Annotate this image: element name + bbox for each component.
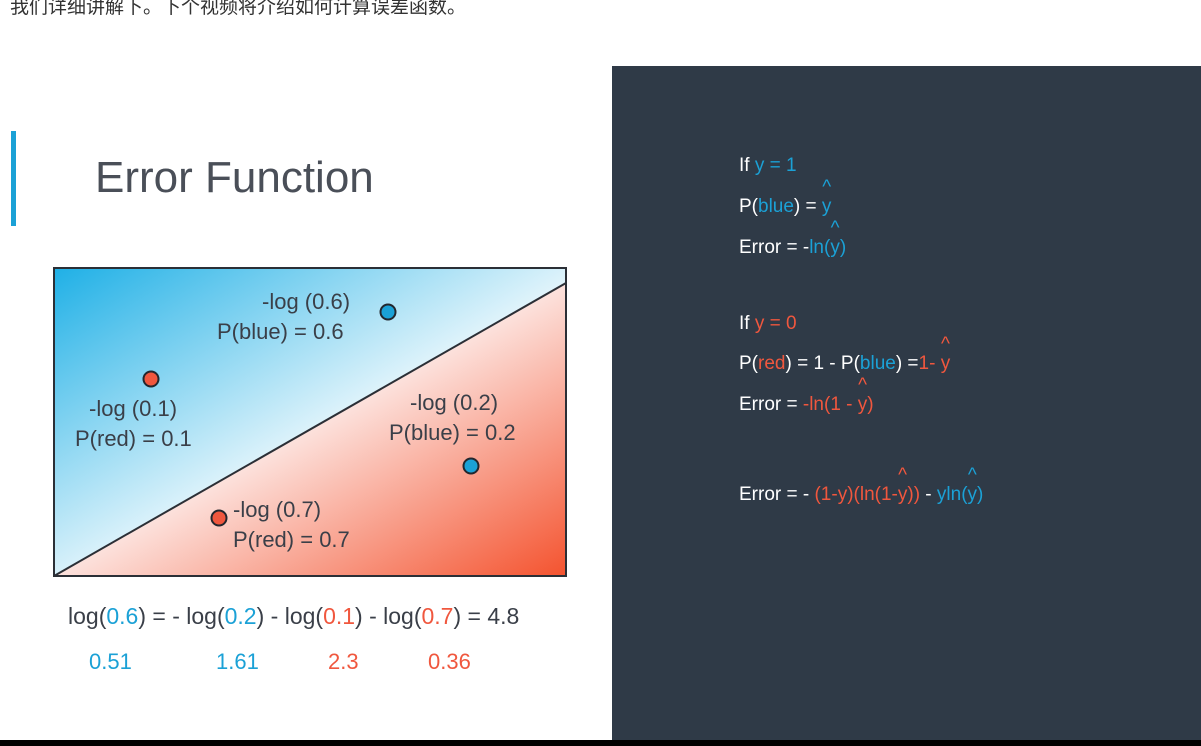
- point-blue-1: [379, 303, 397, 321]
- diagram-canvas: [53, 267, 567, 577]
- diagram-border: [53, 267, 567, 577]
- case1-error: Error = -ln(y): [739, 237, 846, 259]
- value-red-1: 2.3: [328, 649, 359, 674]
- case0-error: Error = -ln(1 - y): [739, 394, 874, 416]
- case1-probability: P(blue) = y: [739, 196, 831, 218]
- point-red-1: [142, 370, 160, 388]
- point-blue-2: [462, 457, 480, 475]
- value-blue-1: 0.51: [89, 649, 132, 674]
- formula-panel: [612, 66, 1201, 746]
- point-label-blue-2: -log (0.2) P(blue) = 0.2: [389, 390, 516, 445]
- video-bottom-bar: [0, 740, 1201, 746]
- title-accent-bar: [11, 131, 16, 226]
- total-error-formula: Error = - (1-y)(ln(1-y)) - yln(y): [739, 484, 983, 506]
- point-label-red-2: -log (0.7) P(red) = 0.7: [233, 497, 350, 552]
- case0-probability: P(red) = 1 - P(blue) =1- y: [739, 353, 950, 375]
- point-red-2: [210, 509, 228, 527]
- error-equation: log(0.6) = - log(0.2) - log(0.1) - log(0…: [68, 603, 520, 629]
- point-label-red-1: -log (0.1) P(red) = 0.1: [75, 396, 192, 451]
- value-red-2: 0.36: [428, 649, 471, 674]
- case0-condition: If y = 0: [739, 313, 797, 334]
- value-blue-2: 1.61: [216, 649, 259, 674]
- slide-title: Error Function: [95, 153, 374, 202]
- case1-condition: If y = 1: [739, 155, 797, 176]
- subtitle-caption: 我们详细讲解下。下个视频将介绍如何计算误差函数。: [10, 0, 467, 18]
- boundary-line: [53, 282, 567, 577]
- blue-region: [54, 268, 566, 576]
- point-label-blue-1: -log (0.6) P(blue) = 0.6: [217, 289, 351, 344]
- classification-diagram: -log (0.6) P(blue) = 0.6 -log (0.1) P(re…: [53, 267, 567, 577]
